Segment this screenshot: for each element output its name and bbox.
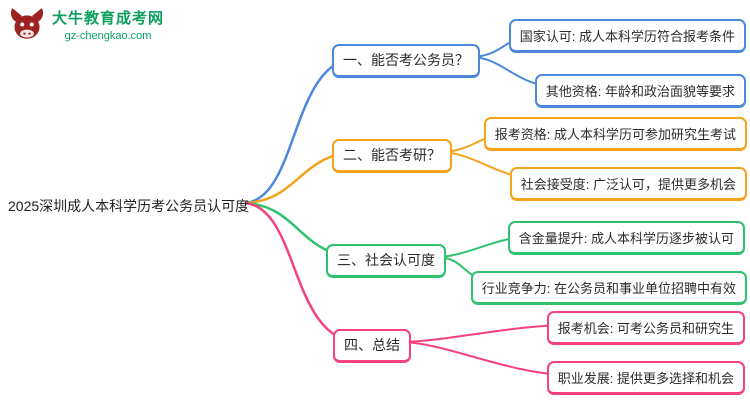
leaf-node: 行业竞争力: 在公务员和事业单位招聘中有效 (470, 271, 747, 305)
leaf-node: 国家认可: 成人本科学历符合报考条件 (508, 19, 746, 53)
root-topic: 2025深圳成人本科学历考公务员认可度 (8, 198, 250, 214)
branch-node-social-recognition: 三、社会认可度 (326, 244, 446, 278)
logo-url: gz-chengkao.com (64, 30, 152, 42)
leaf-node: 报考机会: 可考公务员和研究生 (546, 311, 745, 345)
connector-line (399, 324, 571, 343)
leaf-node: 其他资格: 年龄和政治面貌等要求 (534, 74, 746, 108)
branch-node-summary: 四、总结 (333, 329, 411, 363)
logo-text: 大牛教育成考网 gz-chengkao.com (52, 7, 164, 42)
leaf-node: 含金量提升: 成人本科学历逐步被认可 (507, 221, 745, 255)
connector-line (399, 341, 571, 376)
bull-logo-icon (10, 8, 44, 39)
leaf-node: 社会接受度: 广泛认可，提供更多机会 (509, 167, 747, 201)
logo-title: 大牛教育成考网 (52, 10, 165, 27)
branch-node-postgraduate: 二、能否考研？ (332, 139, 452, 173)
connector-line (244, 55, 362, 205)
leaf-node: 职业发展: 提供更多选择和机会 (546, 361, 745, 395)
leaf-node: 报考资格: 成人本科学历可参加研究生考试 (483, 117, 747, 151)
site-logo[interactable]: 大牛教育成考网 gz-chengkao.com (8, 7, 164, 42)
branch-node-civil-servant: 一、能否考公务员？ (332, 44, 480, 78)
